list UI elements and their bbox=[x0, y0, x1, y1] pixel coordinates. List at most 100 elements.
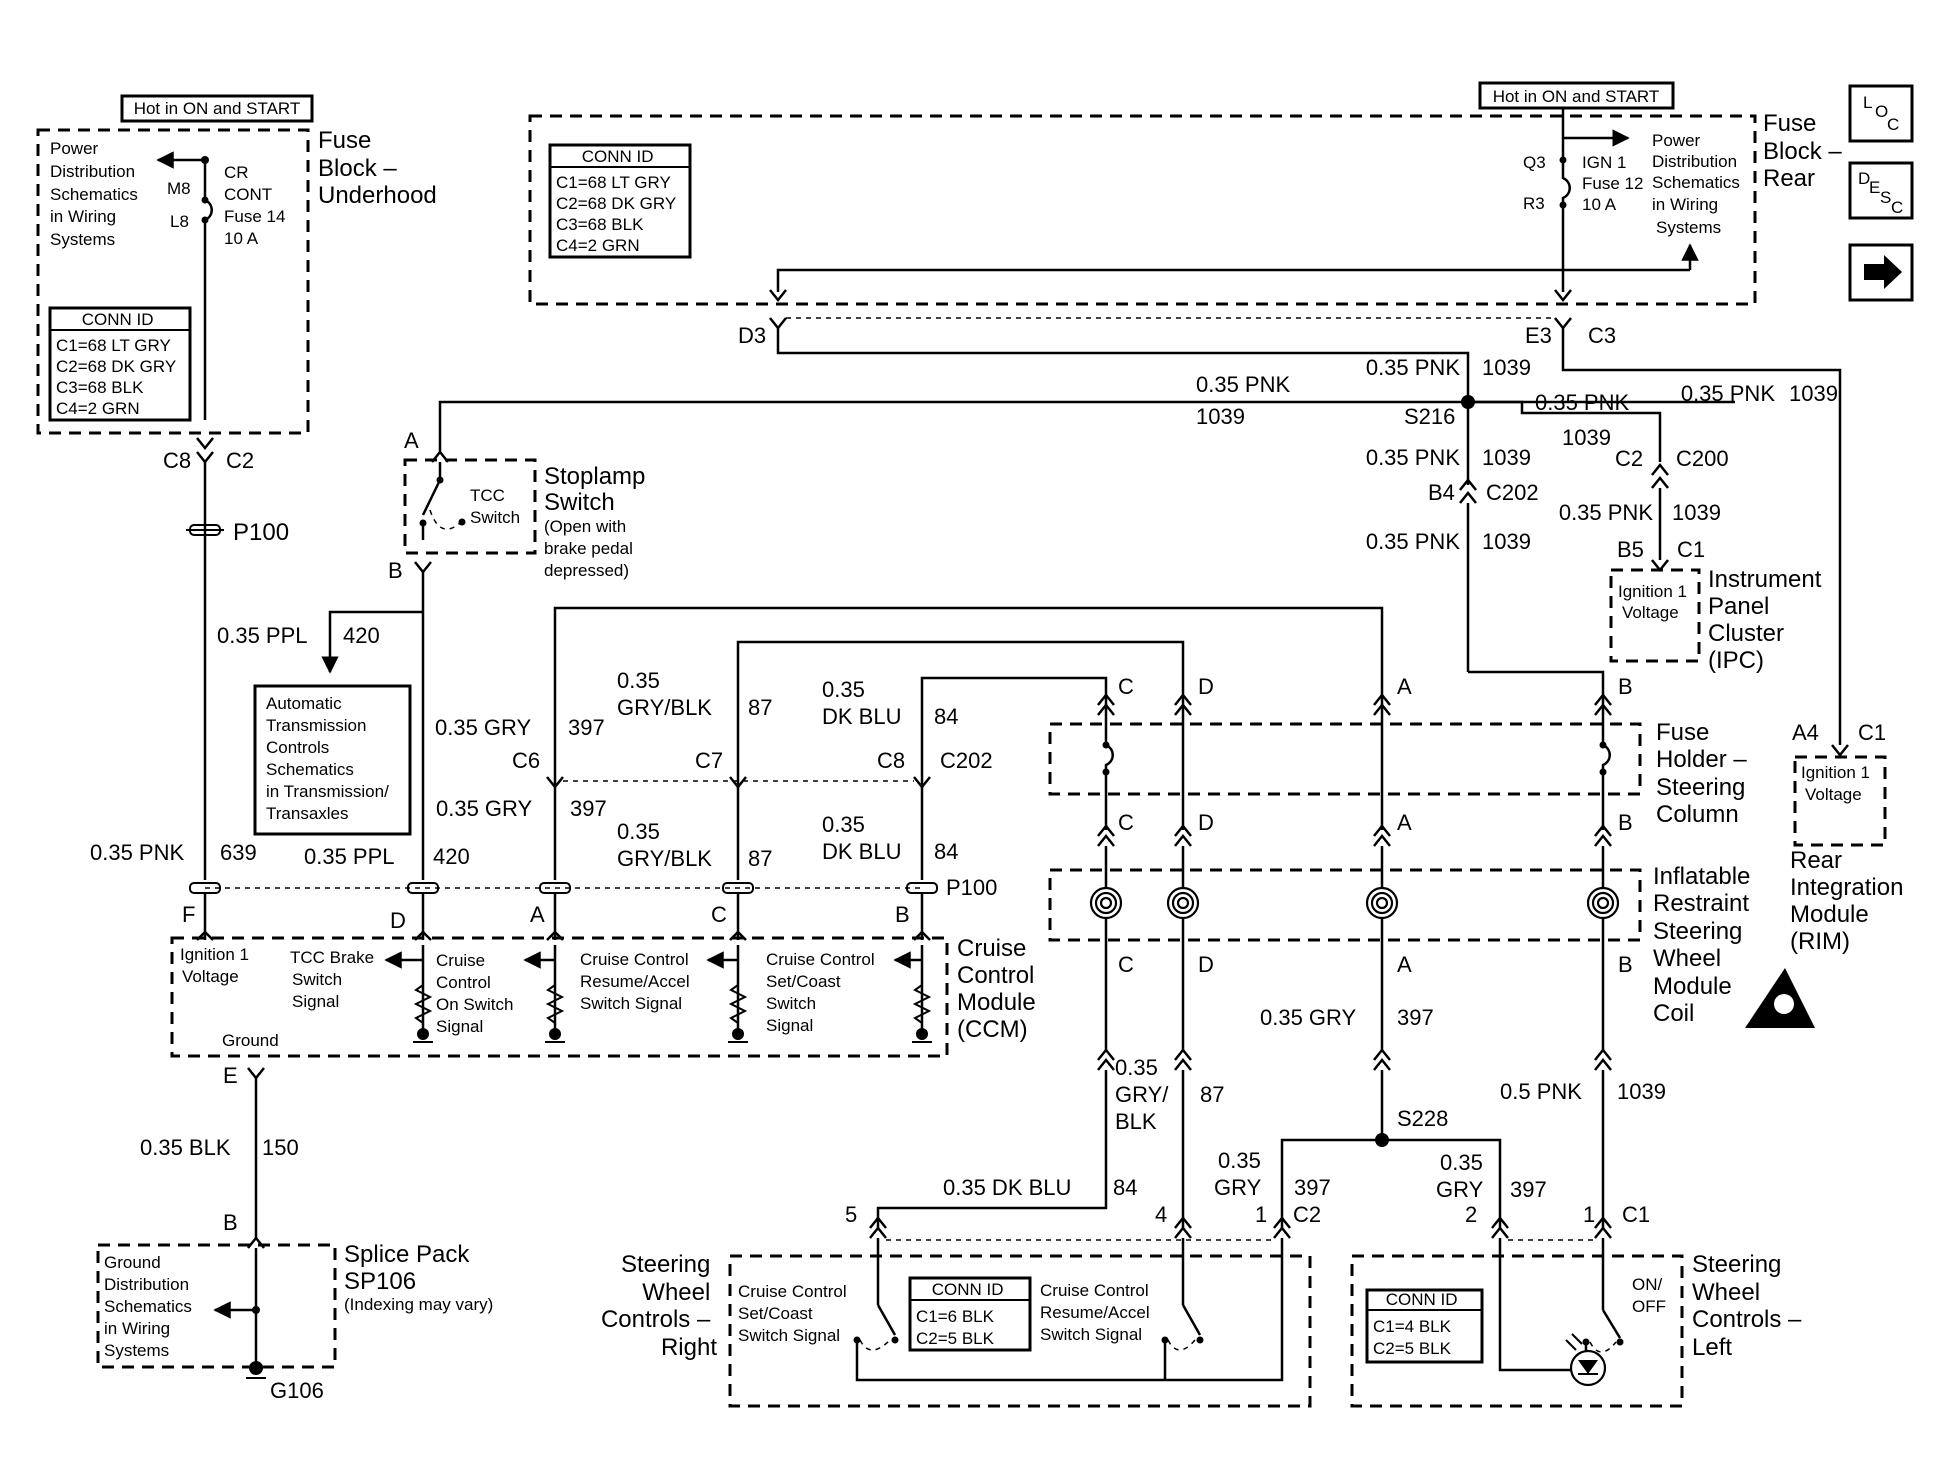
power-distribution-ref-left: Power Distribution Schematics in Wiring … bbox=[50, 139, 143, 249]
svg-text:1039: 1039 bbox=[1562, 425, 1611, 450]
instrument-panel-cluster: Ignition 1 Voltage Instrument Panel Clus… bbox=[1609, 566, 1822, 674]
svg-text:0.35 PNK: 0.35 PNK bbox=[1366, 529, 1460, 554]
svg-text:0.35 GRY: 0.35 GRY bbox=[436, 796, 533, 821]
label-p100: P100 bbox=[233, 519, 289, 546]
svg-text:C1: C1 bbox=[1677, 537, 1705, 562]
svg-text:A: A bbox=[1397, 952, 1412, 977]
svg-text:Cruise Control On: Cruise Control On Switch Signal bbox=[436, 951, 518, 1036]
fuse-block-rear-title: Fuse Block – Rear bbox=[1763, 110, 1848, 192]
svg-text:D: D bbox=[1198, 952, 1214, 977]
svg-text:0.35 PPL: 0.35 PPL bbox=[217, 623, 308, 648]
svg-text:1: 1 bbox=[1255, 1202, 1267, 1227]
fuse-block-rear-outline bbox=[528, 114, 1757, 306]
svg-text:397: 397 bbox=[570, 796, 607, 821]
svg-text:Rear Integration M: Rear Integration Module (RIM) bbox=[1790, 847, 1910, 955]
svg-text:D: D bbox=[1198, 810, 1214, 835]
svg-text:0.35 PNK: 0.35 PNK bbox=[1535, 390, 1629, 415]
svg-text:Cruise Control Set/Coast: Cruise Control Set/Coast Switch Signal bbox=[766, 950, 879, 1035]
svg-text:2: 2 bbox=[1465, 1202, 1477, 1227]
svg-text:0.35 PNK: 0.35 PNK bbox=[1366, 445, 1460, 470]
svg-text:Ground Distribution: Ground Distribution Schematics in Wiring… bbox=[104, 1253, 197, 1360]
hot-label-box-right bbox=[1478, 81, 1675, 110]
label-l8: L8 bbox=[170, 212, 189, 231]
svg-text:C2: C2 bbox=[1615, 446, 1643, 471]
svg-text:1039: 1039 bbox=[1789, 381, 1838, 406]
svg-text:Steering Wheel Con: Steering Wheel Controls – Left bbox=[1692, 1251, 1808, 1361]
svg-text:84: 84 bbox=[934, 839, 958, 864]
svg-text:(Open with brake pedal: (Open with brake pedal depressed) bbox=[544, 517, 638, 580]
desc-icon[interactable] bbox=[1848, 161, 1914, 220]
svg-text:Ignition 1 Voltage: Ignition 1 Voltage bbox=[1618, 582, 1692, 622]
svg-text:4: 4 bbox=[1155, 1202, 1167, 1227]
svg-text:TCC Switch: TCC Switch bbox=[470, 486, 520, 527]
svg-text:0.35 BLK: 0.35 BLK bbox=[140, 1135, 231, 1160]
svg-text:B: B bbox=[1618, 810, 1633, 835]
svg-text:Ignition 1 Voltage: Ignition 1 Voltage bbox=[180, 945, 254, 986]
cruise-signal-wires: 0.35 GRY 397 0.35 GRY/BLK 87 0.35 DK BLU… bbox=[90, 606, 1384, 880]
svg-text:1039: 1039 bbox=[1196, 404, 1245, 429]
svg-text:397: 397 bbox=[1294, 1175, 1331, 1200]
svg-text:A: A bbox=[404, 428, 419, 453]
label-c2: C2 bbox=[226, 448, 254, 473]
label-m8: M8 bbox=[167, 179, 191, 198]
fuse-block-underhood-outline bbox=[36, 128, 310, 435]
svg-text:TCC Brake Switch S: TCC Brake Switch Signal bbox=[290, 948, 379, 1011]
svg-text:87: 87 bbox=[1200, 1082, 1224, 1107]
svg-text:Splice Pack SP106: Splice Pack SP106 bbox=[344, 1241, 476, 1295]
conn-id-table-swl bbox=[1365, 1288, 1484, 1364]
svg-text:G106: G106 bbox=[270, 1378, 324, 1403]
label-c8: C8 bbox=[163, 448, 191, 473]
svg-text:0.35 GRY: 0.35 GRY bbox=[435, 715, 532, 740]
hot-label-right: Hot in ON and START bbox=[1493, 87, 1660, 106]
svg-text:0.5 PNK: 0.5 PNK bbox=[1500, 1079, 1582, 1104]
svg-text:1039: 1039 bbox=[1482, 529, 1531, 554]
svg-text:C202: C202 bbox=[1486, 480, 1539, 505]
svg-text:0.35 DK BLU: 0.35 DK BLU bbox=[822, 677, 901, 729]
svg-text:Fuse Holder – Stee: Fuse Holder – Steering Column bbox=[1656, 719, 1753, 828]
splice-pack-sp106: 0.35 BLK 150 B Ground Distribution Schem… bbox=[96, 1078, 493, 1403]
svg-text:S228: S228 bbox=[1397, 1106, 1448, 1131]
svg-text:B: B bbox=[895, 902, 910, 927]
svg-text:0.35 PNK: 0.35 PNK bbox=[90, 840, 184, 865]
loc-icon[interactable] bbox=[1848, 84, 1914, 143]
svg-text:L O C: L O C bbox=[1863, 93, 1899, 134]
svg-text:C: C bbox=[1118, 674, 1134, 699]
fuse-holder-steering-column bbox=[1048, 722, 1642, 796]
next-arrow-icon[interactable] bbox=[1848, 243, 1914, 302]
svg-text:Cruise Control Resume/Ac: Cruise Control Resume/Accel Switch Signa… bbox=[1040, 1281, 1154, 1344]
svg-text:A4: A4 bbox=[1792, 720, 1819, 745]
svg-text:0.35 GRY/BLK: 0.35 GRY/BLK bbox=[617, 668, 712, 720]
pnk-distribution: 0.35 PNK 1039 0.35 PNK 1039 0.35 PNK 103… bbox=[438, 328, 1842, 745]
fuse-block-underhood-title: Fuse Block – Underhood bbox=[318, 127, 437, 209]
svg-text:397: 397 bbox=[1397, 1005, 1434, 1030]
svg-text:0.35 GRY: 0.35 GRY bbox=[1436, 1150, 1489, 1202]
svg-text:B: B bbox=[388, 558, 403, 583]
svg-text:639: 639 bbox=[220, 840, 257, 865]
svg-text:CONN ID C1=6 BLK C: CONN ID C1=6 BLK C2=5 BLK bbox=[916, 1280, 1008, 1348]
steering-wheel-controls-right: Steering Wheel Controls – Right Cruise C… bbox=[601, 1238, 1312, 1408]
steering-column-wiring: C D A B Fuse Holder – Steering Column bbox=[1048, 674, 1815, 1071]
svg-text:Ground: Ground bbox=[222, 1031, 279, 1050]
svg-text:C: C bbox=[711, 902, 727, 927]
ign1-fuse-label: IGN 1 Fuse 12 10 A bbox=[1582, 153, 1648, 214]
power-distribution-ref-right: Power Distribution Schematics in Wiring … bbox=[1652, 131, 1745, 237]
cr-cont-fuse-label: CR CONT Fuse 14 10 A bbox=[224, 163, 290, 248]
svg-text:C8: C8 bbox=[877, 748, 905, 773]
svg-text:0.35 PNK: 0.35 PNK bbox=[1366, 355, 1460, 380]
svg-text:1039: 1039 bbox=[1482, 355, 1531, 380]
svg-text:C: C bbox=[1118, 810, 1134, 835]
svg-text:1039: 1039 bbox=[1482, 445, 1531, 470]
svg-text:D: D bbox=[390, 908, 406, 933]
svg-text:C200: C200 bbox=[1676, 446, 1729, 471]
steering-wheel-wiring: 0.35 GRY 397 0.35 GRY/ BLK 87 0.5 PNK 10… bbox=[845, 1005, 1666, 1241]
svg-text:D: D bbox=[1198, 674, 1214, 699]
svg-text:1039: 1039 bbox=[1672, 500, 1721, 525]
svg-text:B4: B4 bbox=[1428, 480, 1455, 505]
svg-text:Cruise Control Resume/Ac: Cruise Control Resume/Accel Switch Signa… bbox=[580, 950, 694, 1013]
conn-id-top-text: CONN ID C1=68 LT GRY C2=68 DK GRY C3=68 … bbox=[556, 147, 681, 255]
conn-id-left-text: CONN ID C1=68 LT GRY C2=68 DK GRY C3=68 … bbox=[56, 310, 181, 418]
rear-integration-module: A4 C1 Ignition 1 Voltage Rear Integratio… bbox=[1790, 720, 1910, 955]
svg-text:397: 397 bbox=[1510, 1177, 1547, 1202]
svg-text:C6: C6 bbox=[512, 748, 540, 773]
svg-text:C202: C202 bbox=[940, 748, 993, 773]
